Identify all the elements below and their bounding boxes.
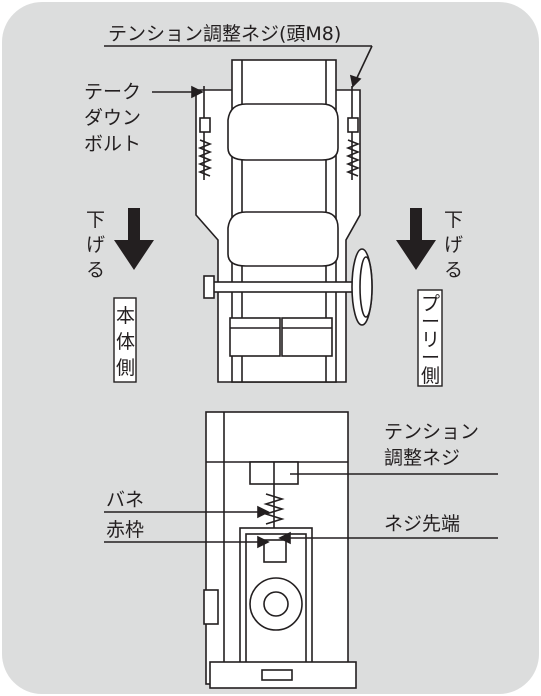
pulley-side-label-char5: 側 bbox=[421, 365, 440, 387]
down-arrows bbox=[114, 208, 436, 270]
lower-right-label-char3: る bbox=[444, 259, 463, 281]
top-leaders bbox=[104, 45, 373, 99]
spring-label: バネ bbox=[106, 489, 144, 511]
pulley-side-label-char2: ー bbox=[421, 311, 440, 333]
lower-right-label-char2: げ bbox=[444, 234, 463, 256]
body-side-label-char2: 体 bbox=[116, 331, 135, 353]
left-down-arrow-icon bbox=[114, 208, 154, 270]
bottom-view bbox=[203, 411, 357, 689]
tension-screw-label-line2: 調整ネジ bbox=[384, 447, 460, 469]
right-down-arrow-icon bbox=[396, 208, 436, 270]
pulley-side-label-char1: プ bbox=[421, 293, 440, 315]
lower-right-label-char1: 下 bbox=[444, 209, 463, 231]
lower-left-label-char2: げ bbox=[86, 234, 105, 256]
tension-bolt-top-label: テンション調整ネジ(頭M8) bbox=[108, 23, 341, 45]
red-frame-label: 赤枠 bbox=[106, 519, 144, 541]
bottom-leaders bbox=[104, 473, 498, 549]
lower-left-label-char3: る bbox=[86, 259, 105, 281]
pulley-side-label-char4: ー bbox=[421, 347, 440, 369]
body-side-box bbox=[113, 297, 137, 383]
screw-tip-label: ネジ先端 bbox=[384, 513, 460, 535]
pulley-side-box bbox=[417, 289, 443, 387]
takedown-bolt-label-line3: ボルト bbox=[84, 133, 141, 155]
takedown-bolt-label-line1: テーク bbox=[84, 81, 141, 103]
takedown-bolt-label-line2: ダウン bbox=[84, 107, 141, 129]
top-view bbox=[195, 59, 373, 383]
tension-screw-label-line1: テンション bbox=[384, 421, 479, 443]
lower-left-label-char1: 下 bbox=[86, 209, 105, 231]
pulley-side-label-char3: リ bbox=[421, 329, 440, 351]
body-side-label-char1: 本 bbox=[116, 305, 135, 327]
body-side-label-char3: 側 bbox=[116, 357, 135, 379]
